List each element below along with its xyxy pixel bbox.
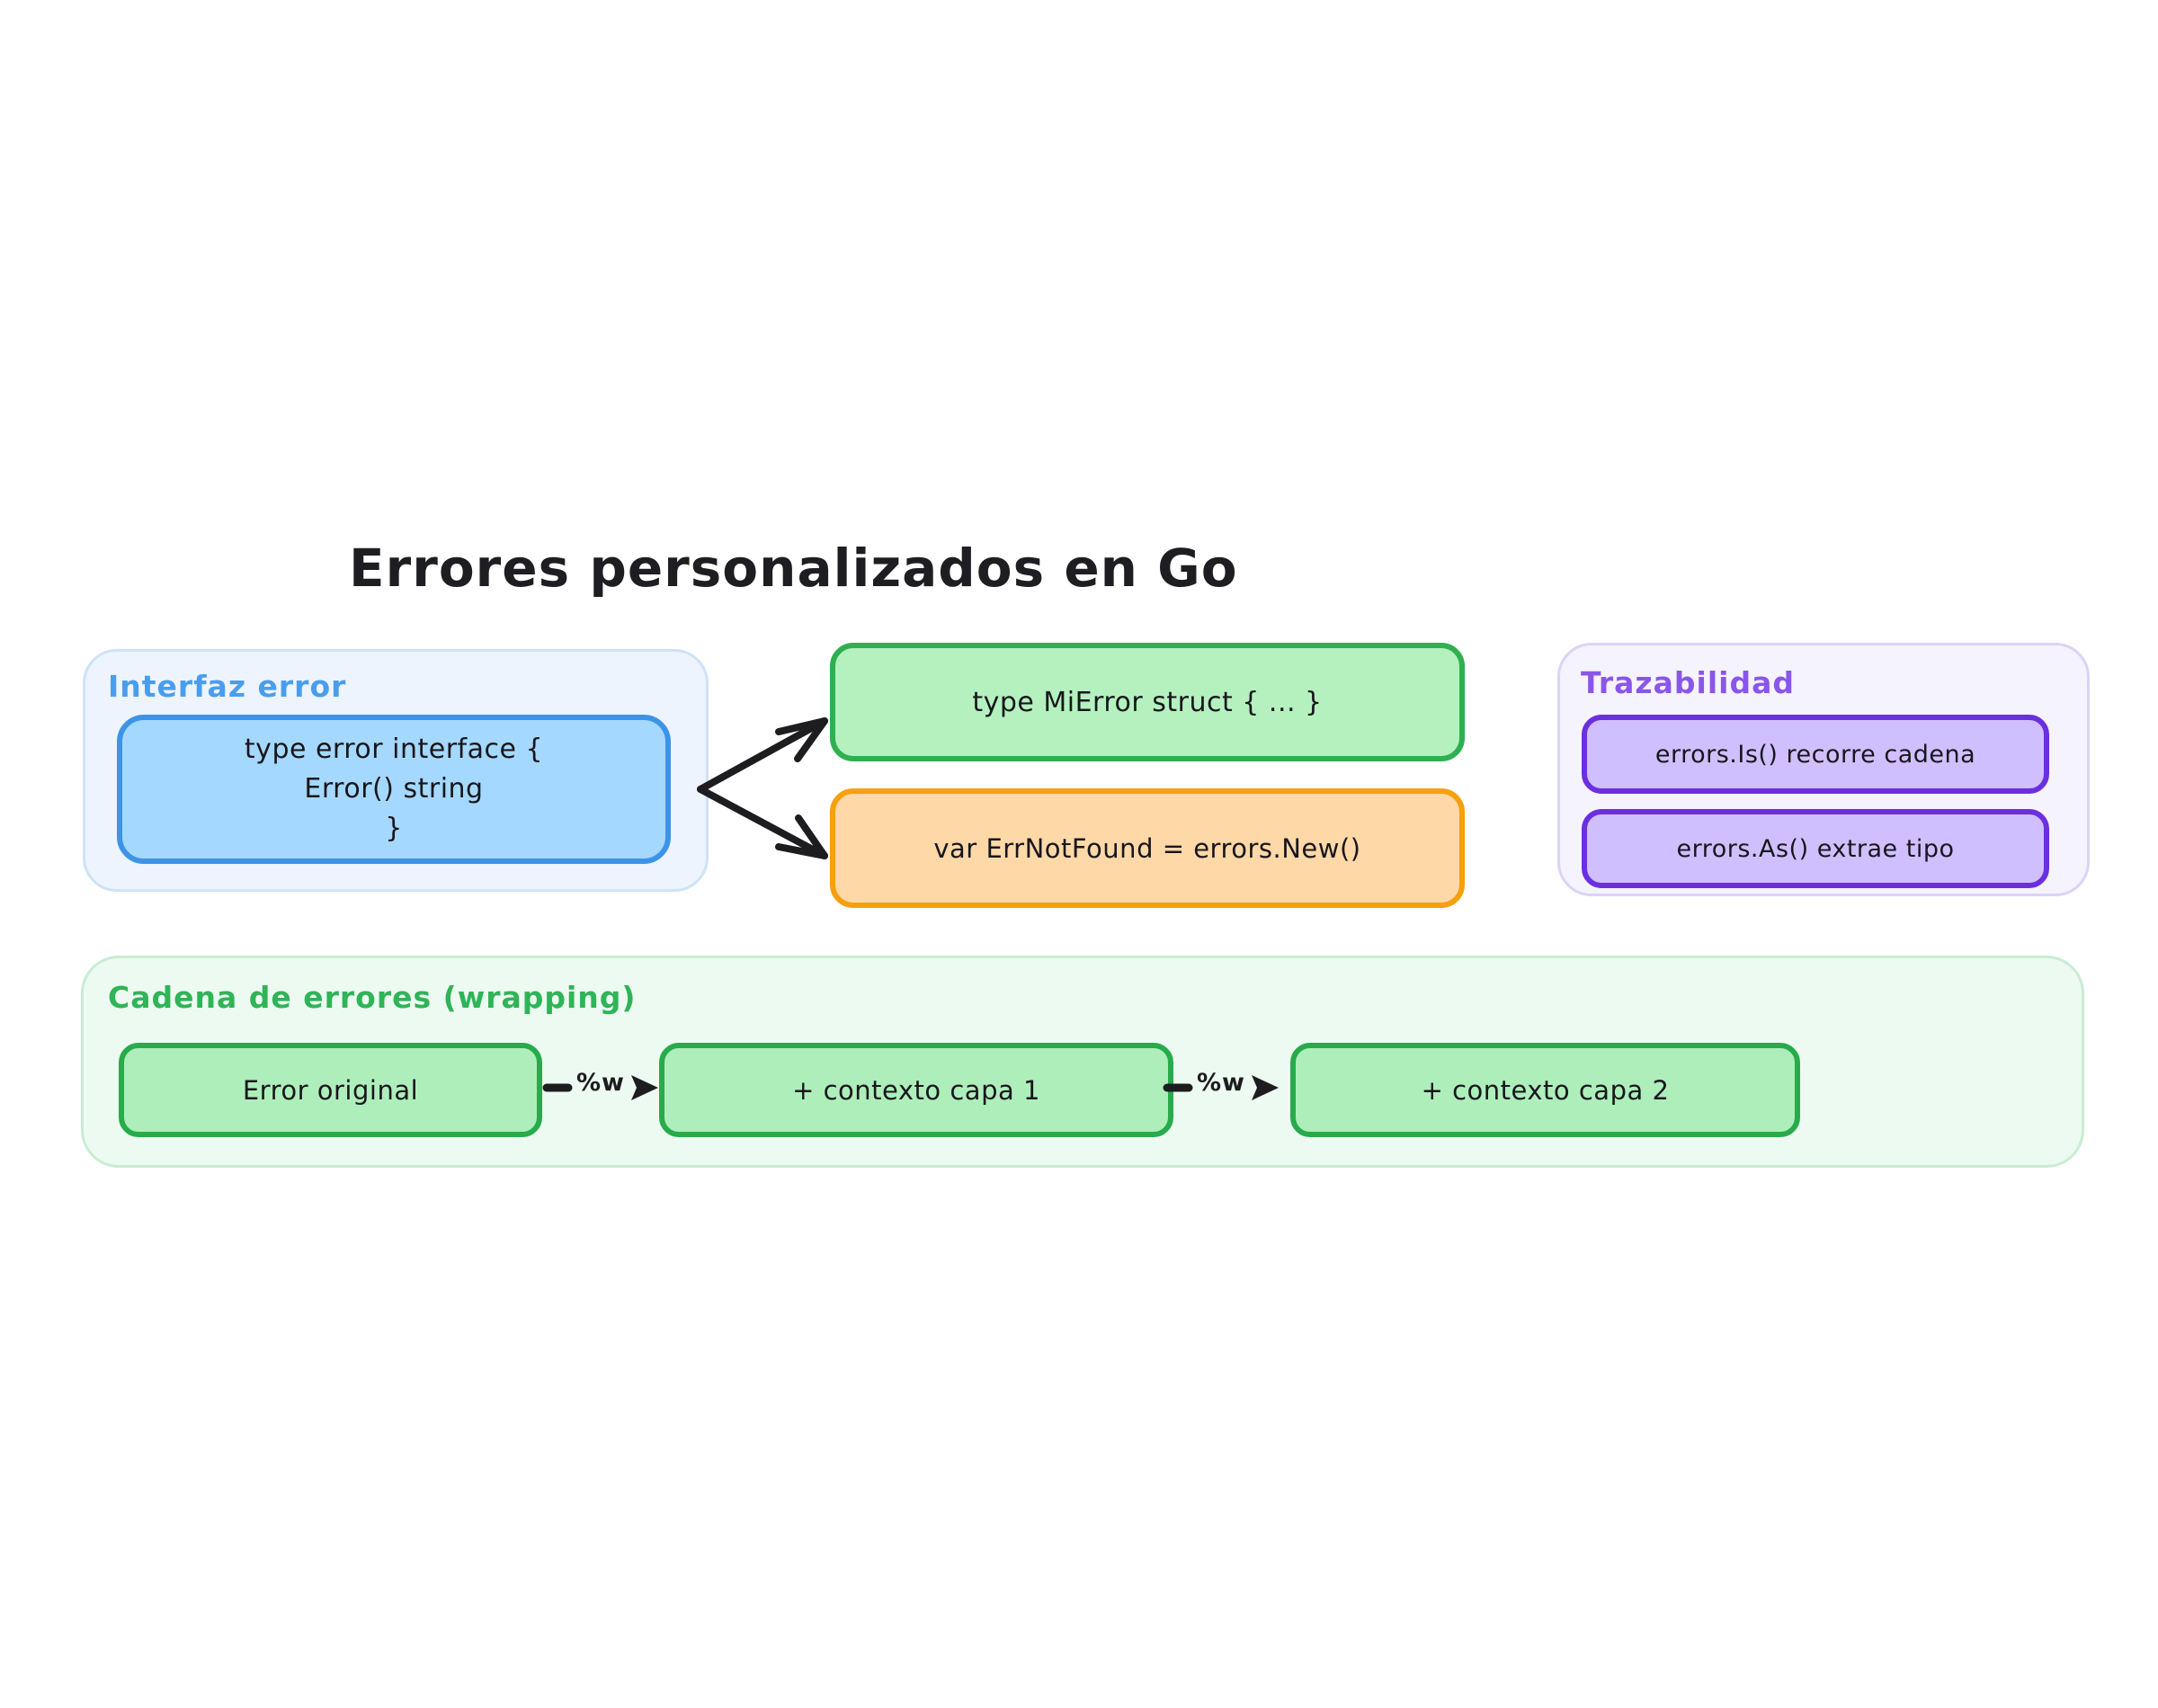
wrap-connector-2: %w bbox=[1162, 1065, 1280, 1110]
errnotfound-var-box: var ErrNotFound = errors.New() bbox=[830, 788, 1465, 908]
code-line-1: type error interface { bbox=[244, 734, 544, 765]
contexto-capa-1-text: + contexto capa 1 bbox=[792, 1074, 1040, 1106]
diagram-title: Errores personalizados en Go bbox=[349, 538, 1238, 599]
contexto-capa-2-box: + contexto capa 2 bbox=[1290, 1043, 1800, 1137]
code-line-2: Error() string bbox=[304, 773, 484, 805]
wrap-arrow-icon bbox=[542, 1075, 658, 1100]
code-line-3: } bbox=[385, 813, 403, 844]
errors-as-box: errors.As() extrae tipo bbox=[1582, 809, 2049, 888]
errors-as-text: errors.As() extrae tipo bbox=[1676, 834, 1955, 863]
error-original-text: Error original bbox=[242, 1074, 419, 1106]
cadena-errores-label: Cadena de errores (wrapping) bbox=[108, 980, 637, 1015]
errors-is-text: errors.Is() recorre cadena bbox=[1654, 740, 1976, 769]
wrap-arrow-icon bbox=[1163, 1075, 1279, 1100]
errnotfound-var-text: var ErrNotFound = errors.New() bbox=[933, 832, 1361, 864]
mierror-struct-text: type MiError struct { ... } bbox=[972, 686, 1323, 718]
contexto-capa-2-text: + contexto capa 2 bbox=[1421, 1074, 1670, 1106]
error-interface-box: type error interface { Error() string } bbox=[117, 715, 671, 864]
interfaz-error-label: Interfaz error bbox=[108, 669, 347, 704]
fork-arrows-icon bbox=[697, 717, 828, 859]
wrap-connector-1: %w bbox=[541, 1065, 660, 1110]
errors-is-box: errors.Is() recorre cadena bbox=[1582, 715, 2049, 794]
wrap-label: %w bbox=[1197, 1069, 1245, 1097]
error-original-box: Error original bbox=[119, 1043, 542, 1137]
mierror-struct-box: type MiError struct { ... } bbox=[830, 643, 1465, 761]
wrap-label: %w bbox=[576, 1069, 625, 1097]
contexto-capa-1-box: + contexto capa 1 bbox=[659, 1043, 1173, 1137]
trazabilidad-label: Trazabilidad bbox=[1581, 665, 1795, 700]
